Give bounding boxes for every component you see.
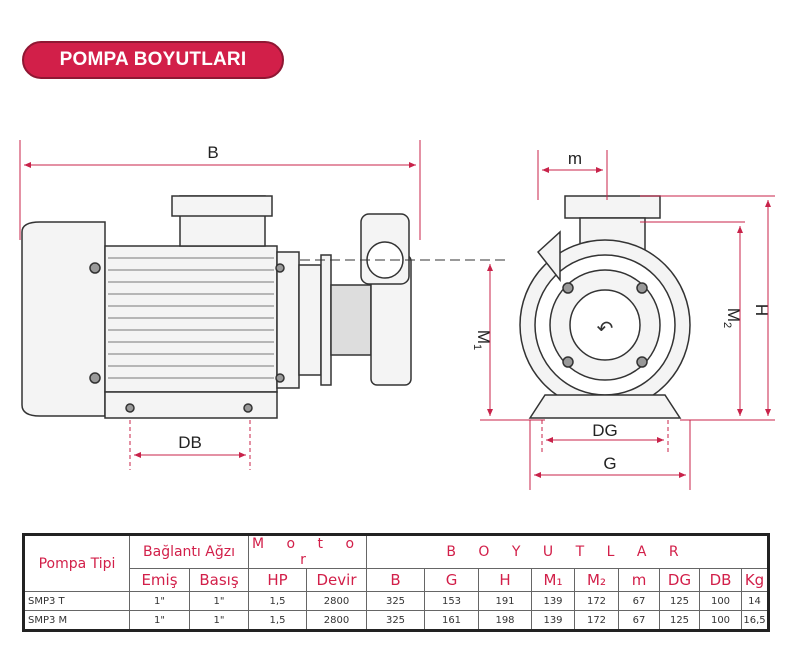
cell: 139 [531, 610, 575, 631]
cell: 172 [574, 591, 619, 611]
cell: 191 [478, 591, 532, 611]
table-row: SMP3 M 1" 1" 1,5 2800 325 161 198 139 17… [23, 610, 769, 631]
cell: 1,5 [248, 610, 307, 631]
cell: 172 [574, 610, 619, 631]
front-view [519, 195, 691, 419]
cell: 100 [699, 591, 742, 611]
front-base [528, 394, 682, 419]
dim-label-M2-main: M [724, 308, 743, 322]
dim-label-H: H [752, 304, 771, 316]
header-col: B [366, 568, 425, 592]
section-title: POMPA BOYUTLARI [59, 49, 247, 70]
dim-label-M1-main: M [474, 330, 493, 344]
dim-label-DG: DG [592, 421, 618, 440]
header-speed: Devir [306, 568, 367, 592]
svg-text:M1: M1 [471, 330, 493, 350]
header-col: M₂ [574, 568, 619, 592]
dim-label-M1: M1 [471, 330, 493, 350]
dim-label-M1-sub: 1 [471, 344, 483, 350]
cell: 100 [699, 610, 742, 631]
cell: 139 [531, 591, 575, 611]
side-view [21, 195, 412, 419]
cell: 1" [129, 591, 190, 611]
header-connection: Bağlantı Ağzı [129, 534, 249, 569]
header-col: DG [659, 568, 700, 592]
rotation-arrow-icon: ↶ [597, 318, 614, 340]
section-title-badge: POMPA BOYUTLARI [22, 41, 284, 79]
dim-label-M2: M2 [721, 308, 743, 328]
cell: 161 [424, 610, 479, 631]
table-row: SMP3 T 1" 1" 1,5 2800 325 153 191 139 17… [23, 591, 769, 611]
pump-dimension-drawing: B DB ↶ m M1 M2 H DG G [19, 140, 775, 490]
cell: 14 [741, 591, 769, 611]
header-col: m [618, 568, 660, 592]
cell: 1,5 [248, 591, 307, 611]
cell: 125 [659, 591, 700, 611]
dim-label-M2-sub: 2 [721, 322, 733, 328]
cell: 67 [618, 591, 660, 611]
cell: SMP3 T [23, 591, 130, 611]
cell: 67 [618, 610, 660, 631]
dim-label-B: B [207, 143, 218, 162]
impeller-cover [569, 289, 641, 361]
motor-body [104, 245, 278, 393]
cell: SMP3 M [23, 610, 130, 631]
header-col: H [478, 568, 532, 592]
header-suction: Emiş [129, 568, 190, 592]
header-col: Kg [741, 568, 769, 592]
dimensions-table: Pompa Tipi Bağlantı Ağzı M o t o r B O Y… [22, 533, 770, 632]
header-pump-type: Pompa Tipi [23, 534, 130, 592]
header-col: G [424, 568, 479, 592]
motor-fan-cover [21, 221, 106, 417]
header-col: DB [699, 568, 742, 592]
cell: 1" [189, 591, 249, 611]
svg-text:M2: M2 [721, 308, 743, 328]
cell: 2800 [306, 591, 367, 611]
header-hp: HP [248, 568, 307, 592]
header-discharge: Basış [189, 568, 249, 592]
cell: 325 [366, 591, 425, 611]
dim-label-DB: DB [178, 433, 202, 452]
front-terminal-box [564, 195, 661, 219]
header-motor: M o t o r [248, 534, 367, 569]
cell: 16,5 [741, 610, 769, 631]
cell: 1" [189, 610, 249, 631]
cell: 2800 [306, 610, 367, 631]
dim-label-m: m [568, 149, 582, 168]
cell: 1" [129, 610, 190, 631]
header-col: M₁ [531, 568, 575, 592]
header-dimensions: B O Y U T L A R [366, 534, 769, 569]
cell: 325 [366, 610, 425, 631]
dim-label-G: G [603, 454, 616, 473]
cell: 198 [478, 610, 532, 631]
cell: 125 [659, 610, 700, 631]
cell: 153 [424, 591, 479, 611]
